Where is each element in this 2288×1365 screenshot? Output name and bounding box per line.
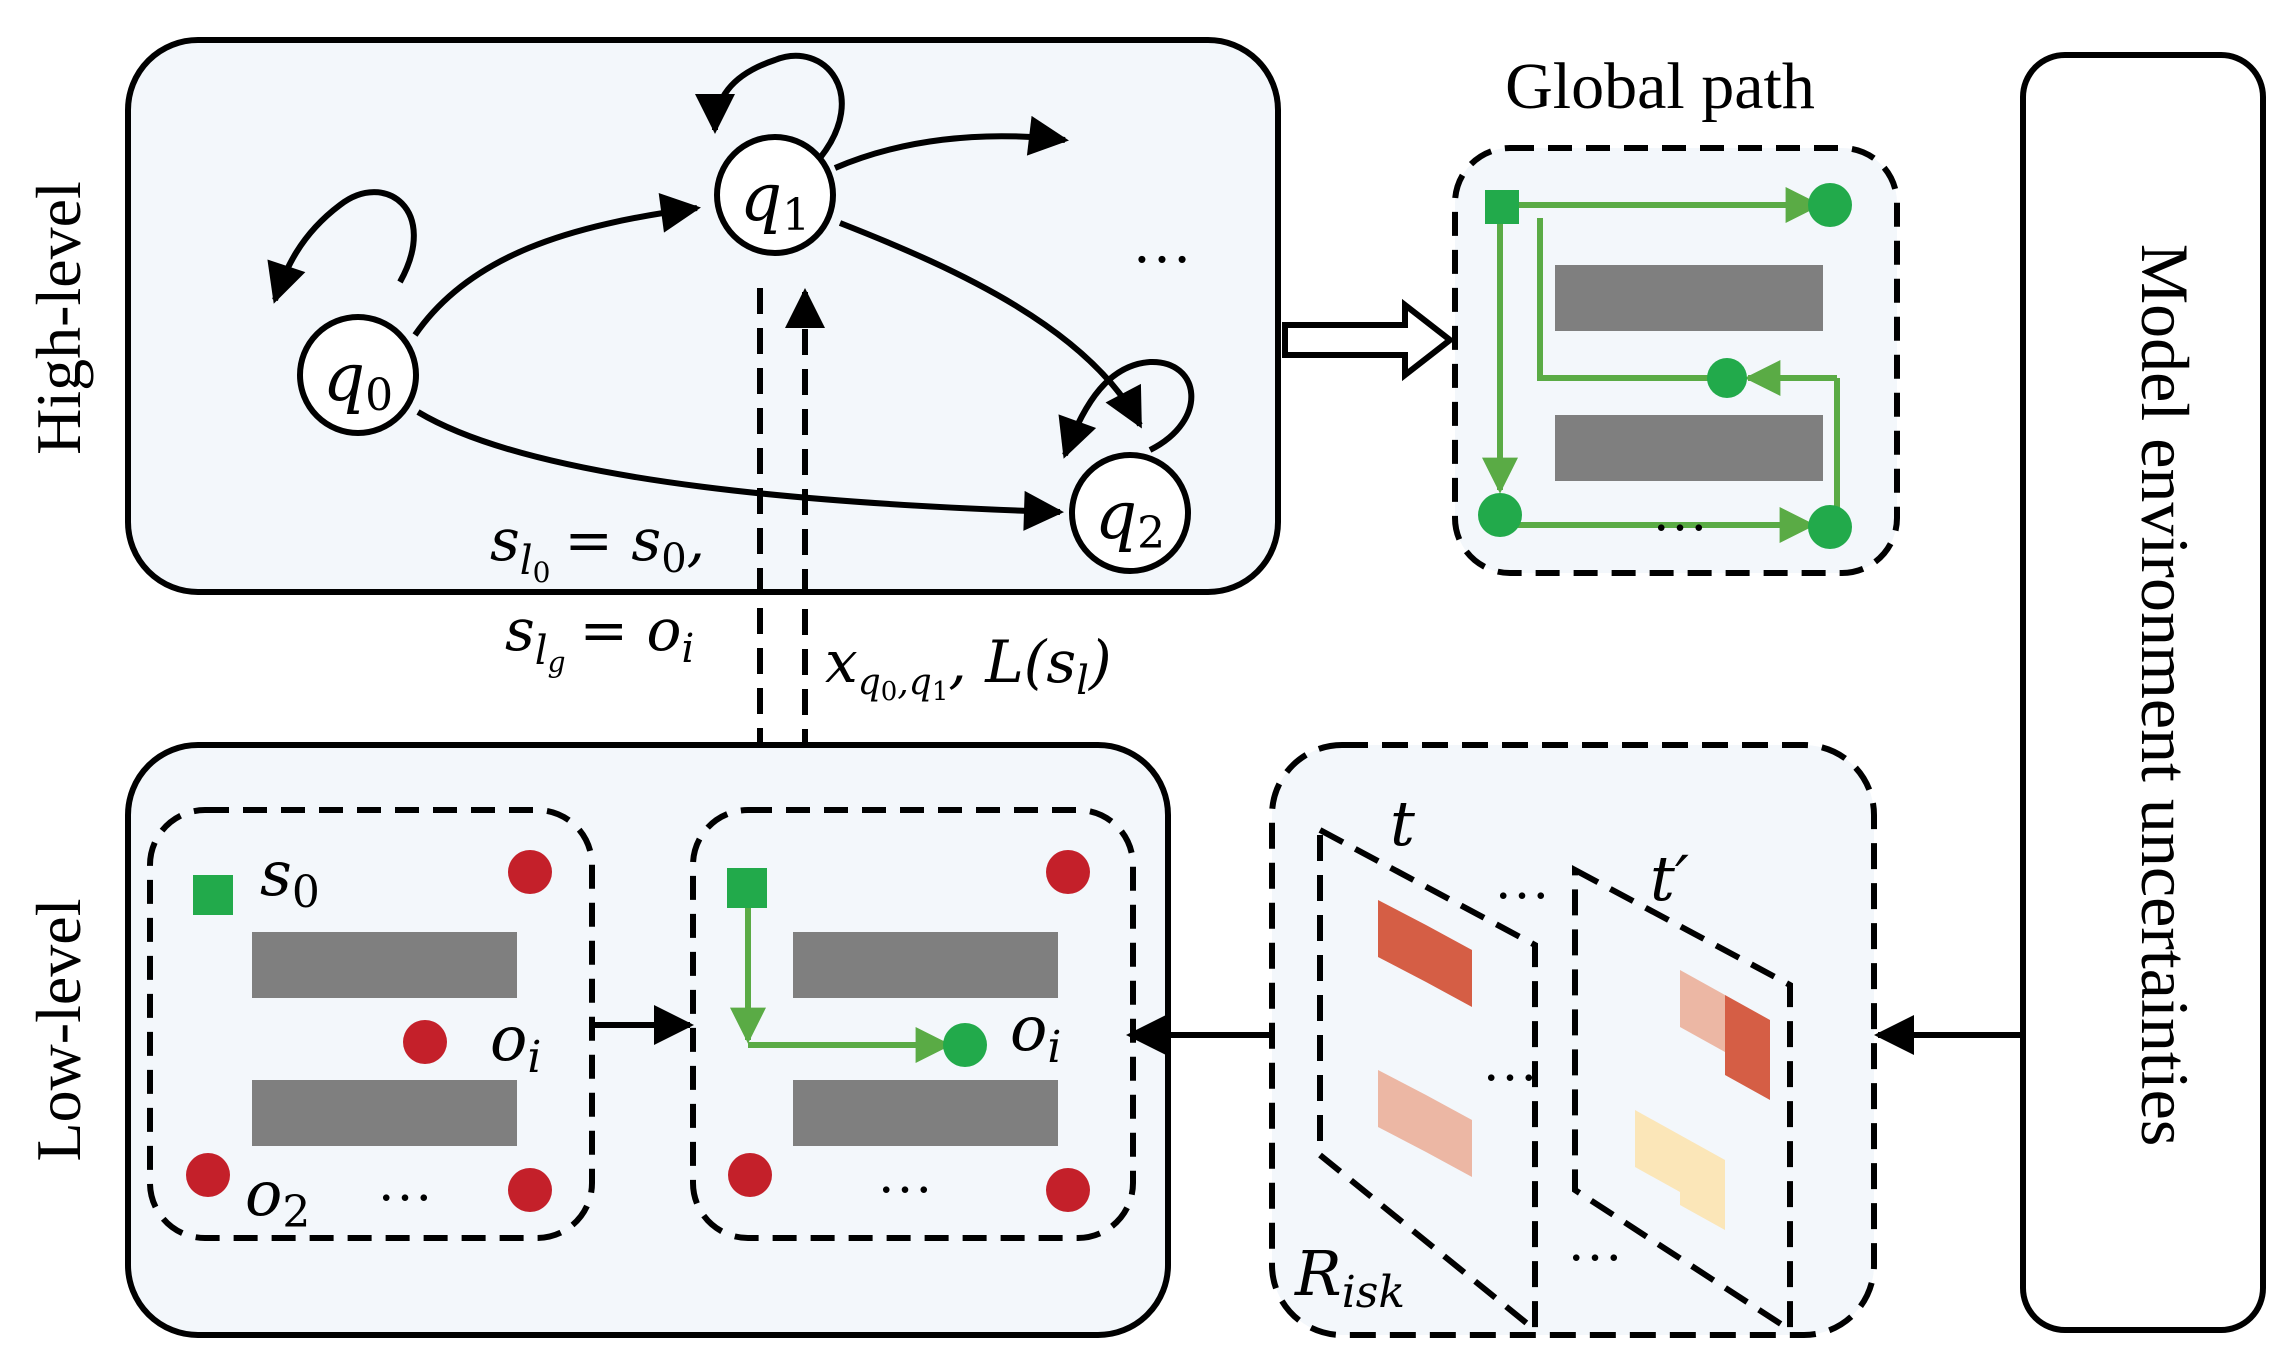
low-level-panel (125, 742, 1171, 1338)
uncertainties-box (2020, 52, 2266, 1333)
state-q2: q2 (1069, 452, 1191, 574)
down-equation-line2: slg= oi (505, 596, 694, 679)
global-path-ellipsis: … (1652, 481, 1708, 543)
state-q1-sub: 1 (782, 190, 810, 241)
risk-ellipsis-middle: … (1482, 1031, 1538, 1093)
q0-self-loop (267, 189, 417, 304)
global-path-title: Global path (1505, 50, 1815, 123)
state-q0: q0 (297, 314, 419, 436)
svg-text:q2: q2 (1095, 477, 1165, 559)
low-right-map (690, 807, 1136, 1241)
automaton-edges (267, 52, 1195, 531)
svg-text:q0: q0 (323, 339, 393, 421)
edge-q0-q1 (412, 192, 701, 337)
state-q1-letter: q (740, 159, 782, 236)
q2-self-loop (1058, 358, 1195, 459)
automaton-ellipsis: … (1132, 209, 1192, 275)
state-q2-letter: q (1095, 477, 1137, 554)
svg-text:q1: q1 (740, 159, 810, 241)
edge-q0-q2 (416, 409, 1064, 531)
low-left-map (147, 807, 595, 1241)
risk-label: Risk (1294, 1237, 1405, 1318)
state-q0-sub: 0 (365, 370, 393, 421)
risk-ellipsis-bottom: … (1567, 1211, 1623, 1273)
q1-self-loop (695, 52, 845, 160)
high-level-panel (125, 37, 1281, 595)
edge-q1-out (833, 115, 1069, 171)
state-q1: q1 (714, 134, 836, 256)
global-path-panel (1452, 145, 1900, 576)
low-left-o2-label: o2 (245, 1157, 310, 1238)
risk-panel (1269, 742, 1877, 1338)
vertical-links (740, 288, 825, 795)
low-right-goal-label: oi (1010, 992, 1061, 1073)
low-left-goal-label: oi (490, 1002, 541, 1083)
to-global-path-arrow (1282, 298, 1455, 382)
low-right-ellipsis: … (877, 1143, 933, 1205)
low-left-ellipsis: … (377, 1151, 433, 1213)
risk-tprime-label: t′ (1650, 842, 1689, 915)
high-level-label: High-level (23, 181, 94, 455)
down-equation-line1: sl0= s0, (490, 506, 705, 589)
low-level-label: Low-level (23, 899, 94, 1162)
low-left-start-label: s0 (260, 837, 320, 918)
up-equation: xq0,q1, L(sl) (825, 628, 1112, 707)
state-q0-letter: q (323, 339, 365, 416)
edge-q1-q2 (838, 220, 1143, 429)
risk-ellipsis-top: … (1494, 849, 1550, 911)
risk-t-label: t (1390, 787, 1415, 860)
state-q2-sub: 2 (1137, 508, 1165, 559)
uncertainties-label: Model environment uncertainties (2127, 244, 2203, 1147)
